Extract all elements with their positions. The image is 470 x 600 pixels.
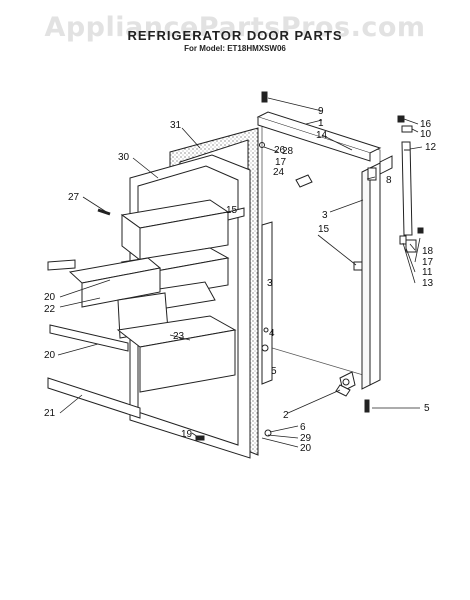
- bottom-hinge-pin-2: [335, 384, 351, 397]
- gasket-strip: [261, 221, 273, 385]
- washer-29-19: [264, 429, 272, 437]
- part-label-6: 9: [318, 106, 324, 117]
- part-label-8: 6: [300, 422, 306, 433]
- upper-shelf-rack: [120, 199, 230, 262]
- part-label-3b: 3: [267, 278, 273, 289]
- hinge-screw-6: [261, 91, 268, 103]
- stop-15: [227, 207, 245, 221]
- pivot-15-right: [353, 261, 363, 271]
- shelf-trim-20: [49, 324, 129, 352]
- part-label-14: 14: [316, 130, 328, 141]
- part-label-5a: 5: [271, 366, 277, 377]
- handle-bar-12: [401, 141, 413, 236]
- bottom-bin-23: [116, 292, 237, 393]
- part-label-31: 31: [170, 120, 182, 131]
- diagram-title: REFRIGERATOR DOOR PARTS: [127, 28, 343, 43]
- part-labels: 9 1 14 16 10 12 28 26 17 24 8 3 15 15 18…: [44, 106, 437, 454]
- part-label-7: 8: [386, 175, 392, 186]
- screw-10: [401, 125, 413, 133]
- handle-mount-17-18: [399, 227, 424, 253]
- part-label-26: 26: [274, 145, 286, 156]
- part-label-17b: 17: [422, 257, 434, 268]
- part-label-19: 20: [300, 443, 312, 454]
- right-side-rail: [361, 162, 381, 390]
- part-label-27: 27: [68, 192, 80, 203]
- lower-shelf-22: [68, 257, 162, 308]
- watermark: AppliancePartsPros.com: [44, 12, 426, 43]
- part-label-3a: 3: [322, 210, 328, 221]
- top-hinge-bar: [256, 111, 382, 162]
- part-label-28: 28: [282, 146, 294, 157]
- part-label-11: 11: [422, 267, 433, 278]
- screw-16: [397, 115, 405, 123]
- part-label-20b: 20: [44, 350, 56, 361]
- part-label-18: 18: [422, 246, 434, 257]
- screw-9: [195, 435, 205, 441]
- door-hinge-pin-7: [367, 167, 377, 181]
- screw-5-bottom: [364, 399, 370, 413]
- part-label-16: 16: [420, 119, 432, 130]
- screw-27: [97, 208, 111, 216]
- part-label-1: 1: [318, 118, 324, 129]
- part-label-4: 4: [269, 328, 275, 339]
- part-label-15b: 15: [226, 205, 238, 216]
- part-label-23: 23: [173, 331, 185, 342]
- bottom-trim-21: [47, 377, 141, 419]
- model-line: For Model: ET18HMXSW06: [184, 44, 286, 53]
- part-label-5b: 5: [424, 403, 430, 414]
- cam-24-26: [295, 174, 313, 188]
- part-label-13: 13: [422, 278, 434, 289]
- part-label-2: 2: [283, 410, 289, 421]
- part-label-10: 10: [420, 129, 432, 140]
- handle-bracket-14: [379, 155, 393, 175]
- part-label-30: 30: [118, 152, 130, 163]
- part-label-17a: 17: [275, 157, 287, 168]
- part-label-22: 22: [44, 304, 56, 315]
- shelf-end-cap-upper: [47, 259, 76, 271]
- part-label-29: 29: [300, 433, 312, 444]
- part-label-21: 21: [44, 408, 56, 419]
- part-label-15a: 15: [318, 224, 330, 235]
- leader-lines: [57, 97, 423, 448]
- part-label-9: 19: [181, 429, 193, 440]
- part-label-24: 24: [273, 167, 285, 178]
- part-label-20a: 20: [44, 292, 56, 303]
- part-label-12: 12: [425, 142, 437, 153]
- screw-28: [259, 142, 265, 148]
